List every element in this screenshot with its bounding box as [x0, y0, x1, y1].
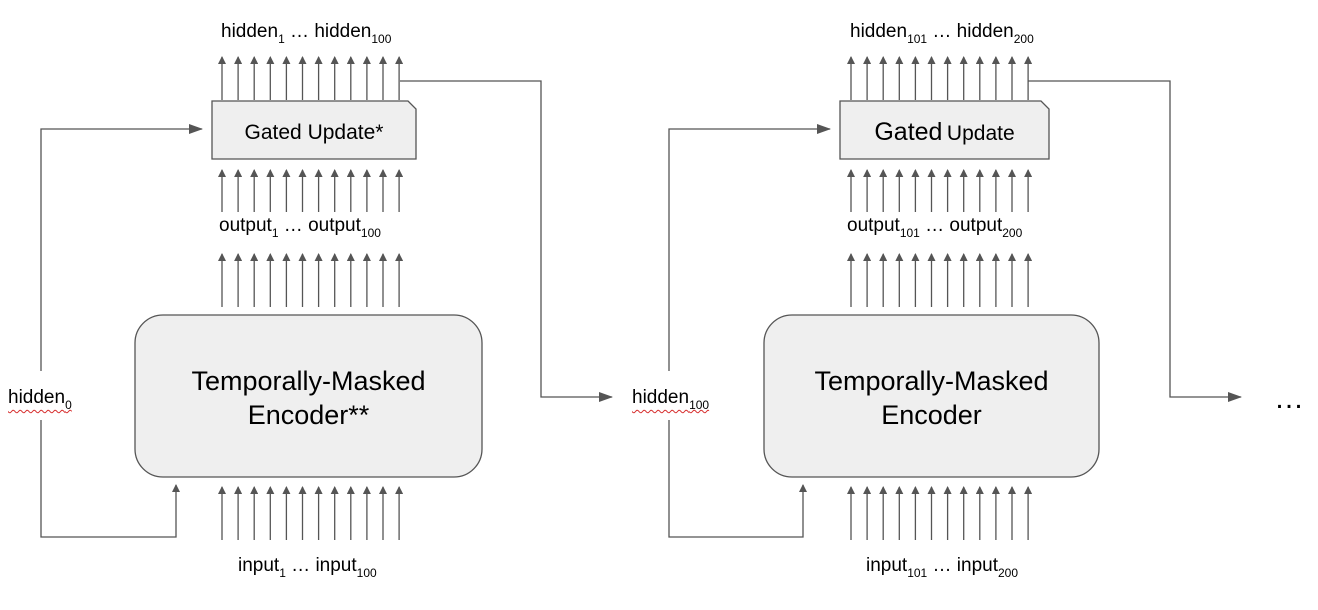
hidden200-handoff-arrow	[1028, 80, 1242, 402]
hidden0-to-encoder-arrow	[40, 420, 180, 538]
encoder-box-1	[134, 314, 483, 478]
input-arrows-1	[218, 486, 404, 540]
encoder-label-2: Temporally-Masked Encoder	[814, 366, 1049, 430]
gated-update-box-1	[211, 100, 417, 160]
encoder-to-output-arrows-2	[847, 253, 1033, 307]
encoder-box-2	[763, 314, 1100, 478]
arrow-bundles	[218, 56, 1033, 540]
hidden-in-label-2: hidden100	[632, 387, 710, 412]
hidden100-to-encoder-arrow	[668, 420, 807, 538]
hidden100-to-gate-arrow	[668, 124, 831, 371]
hidden100-handoff-arrow	[400, 80, 613, 402]
input-arrows-2	[847, 486, 1033, 540]
hidden-out-arrows-2	[847, 56, 1033, 100]
hidden-out-label-2: hidden101 … hidden200	[850, 21, 1034, 46]
hidden-out-label-1: hidden1 … hidden100	[221, 21, 392, 46]
output-to-gate-arrows-2	[847, 169, 1033, 212]
output-label-1: output1 … output100	[219, 215, 381, 240]
hidden-out-arrows-1	[218, 56, 404, 100]
output-to-gate-arrows-1	[218, 169, 404, 212]
hidden-in-label-1: hidden0	[8, 387, 72, 412]
input-label-1: input1 … input100	[238, 555, 377, 580]
output-label-2: output101 … output200	[847, 215, 1023, 240]
input-label-2: input101 … input200	[866, 555, 1019, 580]
hidden0-to-gate-arrow	[40, 124, 203, 371]
encoder-to-output-arrows-1	[218, 253, 404, 307]
gated-update-label-2: Gated Update	[874, 118, 1015, 146]
continuation-ellipsis: …	[1274, 382, 1304, 415]
gated-update-box-2	[839, 100, 1050, 160]
gated-update-label-1: Gated Update*	[244, 121, 384, 144]
encoder-label-1: Temporally-Masked Encoder**	[191, 366, 426, 430]
